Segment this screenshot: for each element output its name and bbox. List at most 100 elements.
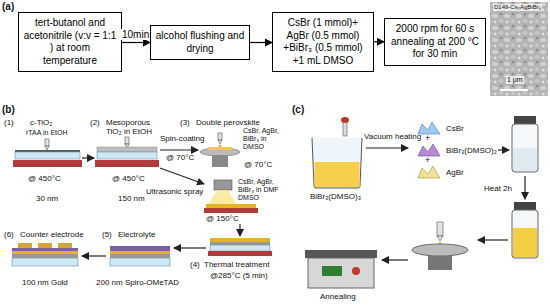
process-arrow <box>366 148 525 260</box>
step-6-device <box>38 243 52 248</box>
flow-arrow <box>250 42 272 43</box>
hot-plate <box>308 258 374 288</box>
step-5-substrate <box>110 258 170 266</box>
process-arrow <box>478 239 508 240</box>
step-6-device <box>12 248 78 251</box>
vial <box>512 124 538 172</box>
temperature-note: @285°C (5 min) <box>210 271 268 280</box>
temperature-note: @ 450°C <box>28 174 61 183</box>
step-2-substrate <box>95 137 159 167</box>
temperature-note: @ 150°C <box>206 214 239 223</box>
step-6-device <box>12 254 78 258</box>
step-6-device <box>58 243 72 248</box>
step-5-substrate <box>110 246 170 251</box>
method-label: Ultrasonic spray <box>146 187 203 196</box>
ultrasonic-spray <box>206 204 256 208</box>
panel-label: (b) <box>2 104 15 116</box>
step-1-substrate <box>45 139 49 150</box>
process-box: alcohol flushing and drying <box>150 25 250 60</box>
vial <box>512 116 538 258</box>
process-arrow <box>498 149 509 150</box>
process-arrow <box>160 168 204 184</box>
temperature-note: @ 70°C <box>166 153 194 162</box>
spin-coater <box>412 222 468 270</box>
thickness-note: 100 nm Gold <box>22 278 68 287</box>
step-number: (4) <box>190 260 200 269</box>
box-text: tert-butanol and acetonitrile (v:v = 1:1… <box>23 17 117 67</box>
process-box: 2000 rpm for 60 s annealing at 200 °C fo… <box>384 18 486 66</box>
step-number: (3) <box>180 118 190 127</box>
layer-name: Counter electrode <box>20 230 84 239</box>
process-arrow <box>366 147 408 148</box>
solution-label: CsBr, AgBr, BiBr₃ in DMSO <box>243 127 289 151</box>
temperature-note: @ 70°C <box>244 160 272 169</box>
step-2-substrate <box>95 160 159 167</box>
precursor-crystals <box>418 166 440 178</box>
process-box: tert-butanol and acetonitrile (v:v = 1:1… <box>18 12 122 72</box>
step-5-substrate <box>110 251 170 254</box>
hot-plate <box>305 250 377 288</box>
thickness-note: 200 nm Spiro-OMeTAD <box>96 278 179 287</box>
step-4-substrate <box>210 242 270 245</box>
solution-label: Mesoporous TiO₂ in EtOH <box>106 118 166 136</box>
layer-name: c-TiO₂ <box>30 118 52 127</box>
spin-coater <box>200 148 240 156</box>
compound-label: BiBr₃(DMSO)₃ <box>310 192 361 201</box>
precursor-crystals <box>418 144 440 156</box>
method-label: Spin-coating <box>160 134 204 143</box>
step-6-device <box>12 243 78 266</box>
spin-coater <box>208 147 232 150</box>
step-number: (5) <box>102 230 112 239</box>
spin-coater <box>437 222 443 236</box>
process-box: CsBr (1 mmol)+ AgBr (0.5 mmol) +BiBr₃ (0… <box>272 12 374 72</box>
layer-name: Electrolyte <box>118 230 155 239</box>
step-4-substrate <box>210 238 270 242</box>
ultrasonic-spray <box>214 180 232 190</box>
beaker <box>312 138 362 188</box>
plus-sign: + <box>425 155 430 165</box>
spin-coater <box>200 133 240 167</box>
step-2-substrate <box>97 147 157 152</box>
layer-name: Double perovskite <box>196 118 260 127</box>
plus-sign: + <box>425 133 430 143</box>
step-4-substrate <box>210 245 270 251</box>
compound-label: BiBr₃(DMSO)₂ <box>446 146 497 155</box>
step-6-device <box>12 251 78 254</box>
process-arrow <box>160 149 198 150</box>
box-text: 2000 rpm for 60 s annealing at 200 °C fo… <box>389 23 481 61</box>
vial <box>514 116 536 124</box>
hot-plate <box>352 267 360 275</box>
beaker <box>341 117 349 123</box>
process-label: Annealing <box>320 292 356 301</box>
solution-label: rTAA in EtOH <box>26 129 68 137</box>
process-arrow <box>524 176 525 199</box>
box-text: CsBr (1 mmol)+ AgBr (0.5 mmol) +BiBr₃ (0… <box>277 17 369 67</box>
step-1-substrate <box>15 150 80 152</box>
process-label: Vacuum heating <box>364 132 421 141</box>
flow-arrow <box>122 42 150 43</box>
step-2-substrate <box>125 137 129 148</box>
process-arrow <box>382 259 408 260</box>
step-number: (6) <box>4 230 14 239</box>
process-arrow <box>82 157 94 158</box>
step-number: (1) <box>4 118 14 127</box>
step-4-substrate <box>208 251 272 256</box>
step-number: (2) <box>90 118 100 127</box>
compound-label: CsBr <box>446 124 464 133</box>
spin-coater <box>212 155 228 167</box>
scale-bar-label: 1 μm <box>506 76 524 84</box>
beaker <box>343 122 347 136</box>
precursor-crystals <box>418 122 440 134</box>
spin-coater <box>412 244 468 256</box>
panel-label: (c) <box>292 104 304 116</box>
beaker <box>312 117 362 188</box>
flow-arrow <box>374 41 384 42</box>
step-6-device <box>18 243 32 248</box>
ultrasonic-spray <box>204 208 258 213</box>
spin-coater <box>437 236 443 241</box>
thickness-note: 30 nm <box>36 194 58 203</box>
precursor-crystals <box>418 122 440 178</box>
sem-image <box>490 2 548 96</box>
hot-plate <box>305 250 377 258</box>
